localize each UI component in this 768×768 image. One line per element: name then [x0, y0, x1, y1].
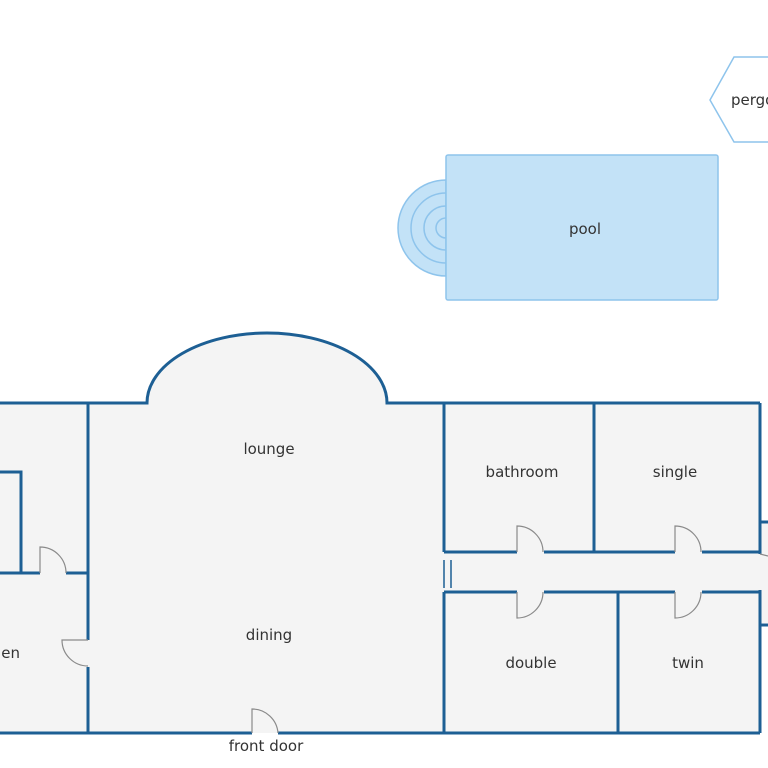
lounge-label: lounge [243, 440, 294, 458]
single-door-arc [674, 525, 702, 553]
kitchen-door-arc [39, 546, 67, 574]
pergola-label: pergola [731, 91, 768, 109]
twin-door-arc [674, 591, 702, 619]
pool-step-ring [423, 205, 447, 251]
hall-end-door-arc [759, 553, 768, 557]
house-floor [0, 333, 768, 733]
pool-step-ring [410, 192, 447, 264]
pool-steps [397, 179, 447, 277]
front-door-arc [251, 708, 279, 734]
pool-basin [445, 154, 719, 301]
house-walls [0, 331, 768, 735]
bathroom-label: bathroom [486, 463, 559, 481]
double-door-arc [516, 591, 544, 619]
dining-label: dining [246, 626, 292, 644]
single-label: single [653, 463, 697, 481]
pool: pool [397, 154, 719, 301]
bathroom-door-arc [516, 525, 544, 553]
pool-step-ring [435, 217, 447, 239]
double-label: double [505, 654, 556, 672]
kitchen-side-door-arc [61, 639, 89, 667]
front-door-label: front door [229, 737, 304, 755]
pergola-shape [709, 56, 768, 143]
doors [39, 525, 768, 734]
kitchen-label: kitchen [0, 644, 20, 662]
twin-label: twin [672, 654, 704, 672]
pool-label: pool [569, 220, 601, 238]
